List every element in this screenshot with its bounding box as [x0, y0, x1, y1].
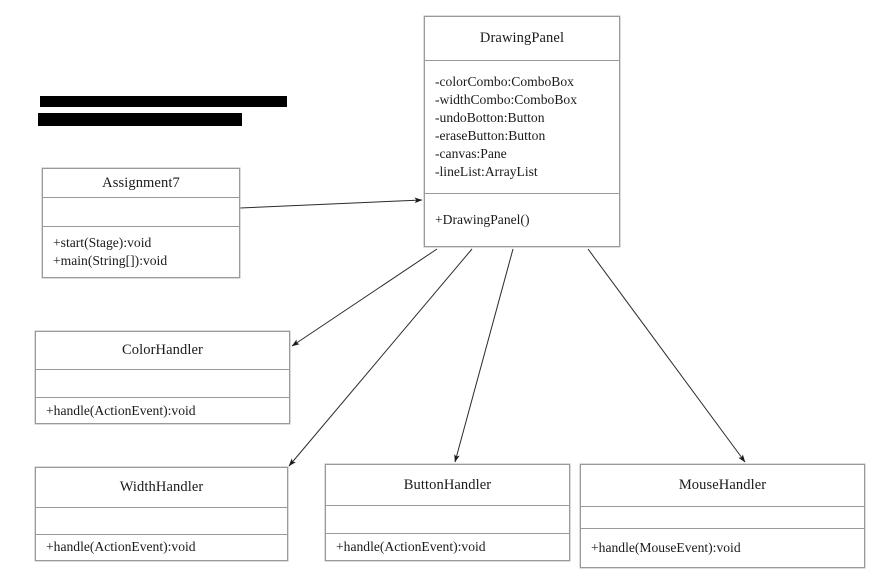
class-name-color-handler: ColorHandler: [122, 342, 203, 359]
class-name-mouse-handler: MouseHandler: [678, 477, 767, 494]
method-assignment7-1: +start(Stage):void: [53, 234, 152, 250]
class-attributes-compartment-drawing-panel: -colorCombo:ComboBox -widthCombo:ComboBox…: [425, 60, 619, 193]
redaction-bar-1: [40, 96, 287, 107]
attribute-drawing-panel-5: -canvas:Pane: [435, 146, 507, 162]
attribute-drawing-panel-6: -lineList:ArrayList: [435, 164, 538, 180]
method-mouse-handler-1: +handle(MouseEvent):void: [591, 539, 741, 555]
attribute-drawing-panel-3: -undoBotton:Button: [435, 109, 545, 125]
redaction-bar-2: [38, 113, 242, 126]
class-methods-compartment-color-handler: +handle(ActionEvent):void: [36, 397, 289, 423]
class-name-compartment-drawing-panel: DrawingPanel: [425, 17, 619, 60]
class-attributes-compartment-button-handler: [326, 505, 569, 533]
class-name-compartment-color-handler: ColorHandler: [36, 332, 289, 369]
class-attributes-compartment-mouse-handler: [581, 506, 864, 528]
uml-class-assignment7[interactable]: Assignment7 +start(Stage):void +main(Strin…: [42, 168, 240, 278]
attribute-drawing-panel-1: -colorCombo:ComboBox: [435, 73, 574, 89]
uml-class-drawing-panel[interactable]: DrawingPanel -colorCombo:ComboBox -widthCo…: [424, 16, 620, 247]
method-button-handler-1: +handle(ActionEvent):void: [336, 539, 486, 555]
uml-class-mouse-handler[interactable]: MouseHandler +handle(MouseEvent):void: [580, 464, 865, 568]
class-name-compartment-width-handler: WidthHandler: [36, 468, 287, 507]
method-drawing-panel-1: +DrawingPanel(): [435, 211, 530, 227]
class-name-compartment-assignment7: Assignment7: [43, 169, 239, 197]
class-name-button-handler: ButtonHandler: [403, 476, 492, 493]
connector-drawingpanel-to-buttonhandler: [454, 248, 514, 463]
uml-class-width-handler[interactable]: WidthHandler +handle(ActionEvent):void: [35, 467, 288, 561]
class-name-width-handler: WidthHandler: [119, 478, 204, 495]
connector-drawingpanel-to-mousehandler: [587, 248, 746, 463]
connector-drawingpanel-to-colorhandler: [291, 248, 438, 347]
attribute-drawing-panel-4: -eraseButton:Button: [435, 128, 546, 143]
attribute-drawing-panel-2: -widthCombo:ComboBox: [435, 91, 577, 107]
uml-class-color-handler[interactable]: ColorHandler +handle(ActionEvent):void: [35, 331, 290, 424]
class-name-assignment7: Assignment7: [102, 174, 180, 191]
method-color-handler-1: +handle(ActionEvent):void: [46, 402, 196, 418]
connector-drawingpanel-to-widthhandler: [288, 248, 473, 467]
class-name-compartment-button-handler: ButtonHandler: [326, 465, 569, 505]
class-methods-compartment-mouse-handler: +handle(MouseEvent):void: [581, 528, 864, 567]
class-name-drawing-panel: DrawingPanel: [479, 30, 565, 47]
class-attributes-compartment-assignment7: [43, 197, 239, 226]
connector-assignment7-to-drawingpanel: [239, 197, 423, 209]
class-methods-compartment-assignment7: +start(Stage):void +main(String[]):void: [43, 226, 239, 277]
class-attributes-compartment-color-handler: [36, 368, 289, 398]
method-assignment7-2: +main(String[]):void: [53, 253, 168, 268]
class-name-compartment-mouse-handler: MouseHandler: [581, 465, 864, 506]
uml-class-button-handler[interactable]: ButtonHandler +handle(ActionEvent):void: [325, 464, 570, 561]
class-methods-compartment-drawing-panel: +DrawingPanel(): [425, 193, 619, 246]
method-width-handler-1: +handle(ActionEvent):void: [46, 539, 196, 555]
class-methods-compartment-button-handler: +handle(ActionEvent):void: [326, 533, 569, 560]
class-attributes-compartment-width-handler: [36, 506, 287, 534]
class-methods-compartment-width-handler: +handle(ActionEvent):void: [36, 533, 287, 560]
